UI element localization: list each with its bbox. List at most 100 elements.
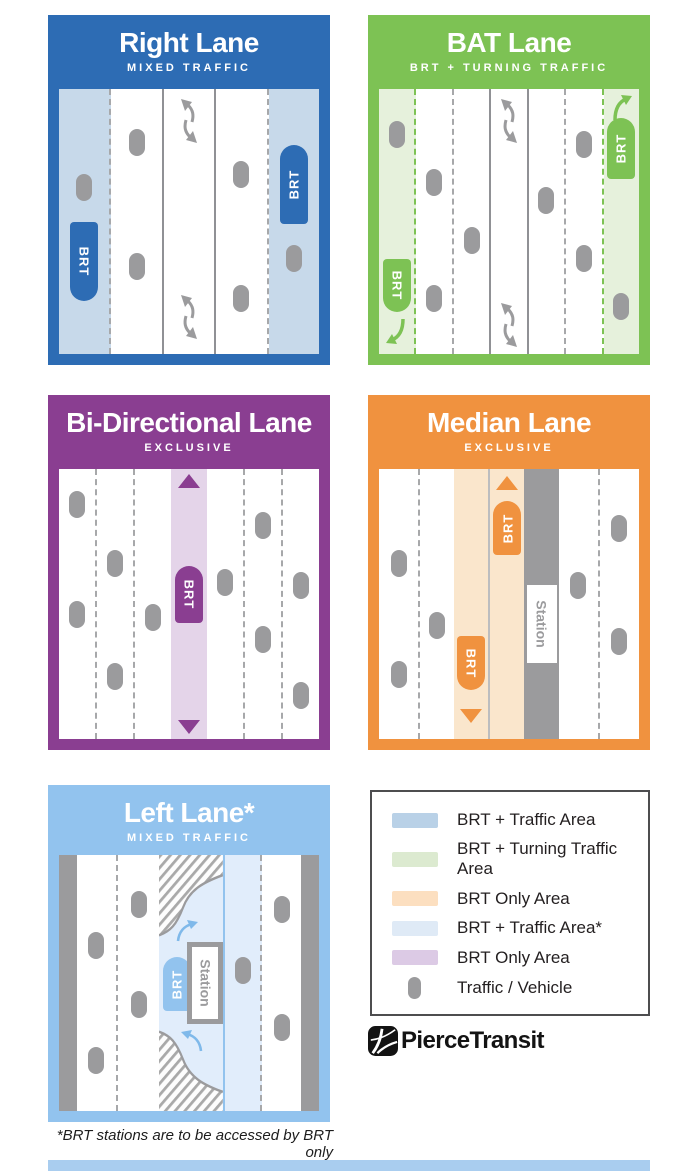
traffic-lane xyxy=(599,469,639,739)
traffic-lane xyxy=(97,469,135,739)
pierce-transit-logo-text: PierceTransit xyxy=(401,1027,545,1054)
traffic-lane xyxy=(118,855,160,1111)
vehicle xyxy=(128,128,145,156)
panel-subtitle: MIXED TRAFFIC xyxy=(127,61,251,74)
traffic-lane xyxy=(59,469,97,739)
legend-swatch xyxy=(392,812,438,828)
legend-item: Traffic / Vehicle xyxy=(392,976,640,999)
road-diagram: BRT Station xyxy=(59,855,319,1111)
pierce-transit-logo-icon xyxy=(368,1026,398,1056)
panel-title: Median Lane xyxy=(426,407,592,438)
legend-swatch-box xyxy=(392,976,438,999)
shoulder-left xyxy=(59,855,77,1111)
vehicle xyxy=(76,173,93,201)
brt-bus-pill: BRT xyxy=(279,144,308,225)
vehicle xyxy=(426,285,443,313)
road-diagram: BRT BRT xyxy=(379,89,639,354)
center-turn-lane xyxy=(163,89,217,354)
brt-traffic-lane xyxy=(225,855,262,1111)
traffic-lane xyxy=(111,89,164,354)
station-box: Station xyxy=(187,942,224,1024)
turning-arrow-icon xyxy=(609,94,633,122)
bottom-bar xyxy=(48,1160,650,1171)
vehicle xyxy=(293,682,309,710)
legend-swatch-box xyxy=(392,812,438,828)
direction-arrow-down xyxy=(178,720,200,735)
traffic-lane xyxy=(416,89,454,354)
legend-item: BRT Only Area xyxy=(392,889,640,909)
brt-pill-label: BRT xyxy=(169,969,185,1000)
legend-label: BRT Only Area xyxy=(457,888,570,908)
traffic-lane xyxy=(528,89,567,354)
brt-pill-label: BRT xyxy=(499,513,515,544)
legend-vehicle-icon xyxy=(408,976,421,999)
vehicle xyxy=(255,625,271,653)
vehicle xyxy=(611,628,628,656)
traffic-lane xyxy=(216,89,269,354)
legend-swatch xyxy=(392,851,438,867)
center-turn-lane xyxy=(491,89,529,354)
brt-station-lane: BRT Station xyxy=(159,855,226,1111)
traffic-lane xyxy=(558,469,600,739)
vehicle xyxy=(88,1047,105,1074)
merge-arrow-icon xyxy=(173,919,199,943)
legend-swatch-box xyxy=(392,891,438,907)
station-label: Station xyxy=(197,959,214,1007)
traffic-lane xyxy=(379,469,421,739)
brt-pill-label: BRT xyxy=(613,133,629,164)
vehicle xyxy=(234,957,251,985)
legend-label: BRT + Turning Traffic Area xyxy=(457,839,618,879)
vehicle xyxy=(107,663,123,691)
vehicle xyxy=(613,293,630,321)
road-diagram: BRT BRT Station xyxy=(379,469,639,739)
hatched-no-drive-area xyxy=(159,855,224,1111)
brt-median-lane-south: BRT xyxy=(454,469,491,739)
legend-label: BRT + Traffic Area xyxy=(457,810,596,829)
vehicle xyxy=(570,571,587,599)
traffic-lane xyxy=(207,469,245,739)
panel-header: Left Lane*MIXED TRAFFIC xyxy=(48,785,330,855)
bat-lane-right: BRT xyxy=(603,89,639,354)
legend-swatch xyxy=(392,920,438,936)
bat-lane-left: BRT xyxy=(379,89,417,354)
pierce-transit-logo: PierceTransit xyxy=(368,1026,545,1056)
vehicle xyxy=(429,612,446,640)
brt-bus-pill: BRT xyxy=(493,501,522,556)
vehicle xyxy=(130,890,147,918)
brt-pill-label: BRT xyxy=(181,579,197,610)
vehicle xyxy=(273,895,290,923)
brt-pill-label: BRT xyxy=(389,270,405,300)
traffic-lane xyxy=(245,469,283,739)
vehicle xyxy=(130,990,147,1018)
vehicle xyxy=(538,187,555,215)
two-way-turn-arrows-icon xyxy=(172,97,206,145)
vehicle xyxy=(463,226,480,254)
panel-left-lane: Left Lane*MIXED TRAFFIC BRT Station xyxy=(48,785,330,1122)
legend-item: BRT + Traffic Area* xyxy=(392,918,640,938)
station-strip: Station xyxy=(524,469,559,739)
vehicle xyxy=(217,568,233,596)
vehicle xyxy=(145,604,161,631)
two-way-turn-arrows-icon xyxy=(172,293,206,341)
footnote: *BRT stations are to be accessed by BRT … xyxy=(56,1127,333,1161)
legend-swatch xyxy=(392,891,438,907)
vehicle xyxy=(273,1013,290,1041)
vehicle xyxy=(575,131,592,159)
vehicle xyxy=(233,285,250,313)
vehicle xyxy=(388,120,405,148)
station-label: Station xyxy=(533,600,550,648)
legend-swatch-box xyxy=(392,920,438,936)
traffic-lane xyxy=(453,89,492,354)
direction-arrow-up xyxy=(178,474,200,489)
panel-title: BAT Lane xyxy=(446,27,572,58)
two-way-turn-arrows-icon xyxy=(492,97,526,145)
legend-item: BRT + Turning Traffic Area xyxy=(392,839,640,879)
brt-pill-label: BRT xyxy=(286,169,302,200)
